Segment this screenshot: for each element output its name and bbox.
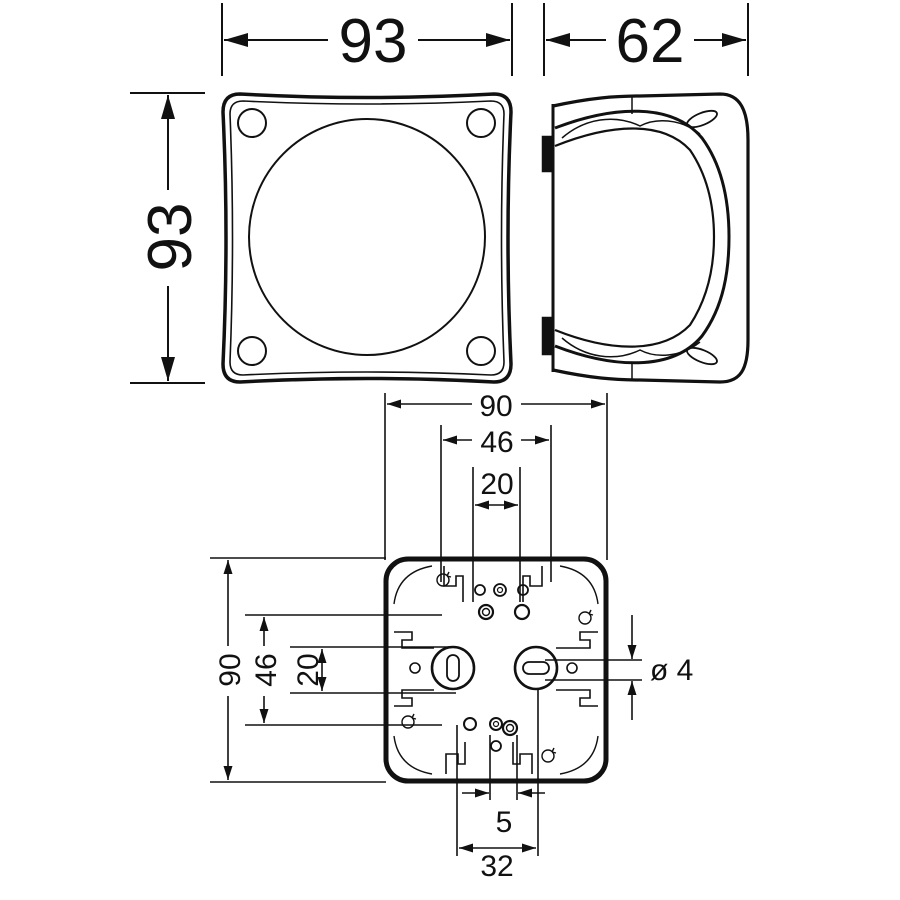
bottom-hole-2-inner [492,720,500,728]
top-hole-4-inner [481,607,491,617]
dimension-side-depth [543,3,749,76]
bottom-hole-1 [463,717,477,731]
dimension-base-height [210,557,386,783]
base-top-channel-right [522,566,543,602]
top-hole-2-inner [496,586,504,594]
dimension-base-slot-spacing-horizontal [472,467,521,602]
dimension-base-spacing-vertical [245,614,442,726]
dimension-bottom-spacing [456,690,539,856]
label-base-spacing-vertical: 46 [250,653,283,686]
keyhole-right [513,645,559,691]
front-view [221,92,513,384]
label-base-spacing-horizontal: 46 [480,426,513,459]
side-dome-inner [554,127,716,348]
side-hole-left [409,662,421,674]
front-inner-border [229,100,505,376]
side-dome-rim-bottom [561,337,701,358]
base-right-channel-bottom [556,689,598,707]
side-view [541,92,750,384]
dimension-small-gap [462,735,545,800]
dimension-base-width [384,393,608,560]
front-cover-circle [248,118,486,356]
label-front-width: 93 [339,7,408,76]
base-corner-curve-top-right [559,565,599,605]
top-hole-2 [493,583,507,597]
screw-icon [541,747,557,763]
side-bottom-tab [541,316,555,356]
label-front-height: 93 [136,203,205,272]
corner-hole-bottom-right [466,336,496,366]
corner-hole-top-left [237,108,267,138]
base-left-channel-top [394,631,434,649]
screw-icon [578,609,594,625]
bottom-hole-2 [489,717,503,731]
top-hole-3 [517,584,529,596]
base-bottom-channel-right [512,742,533,774]
base-corner-curve-bottom-left [393,735,433,775]
side-dome-rim-top [561,118,701,139]
dimension-hole-diameter [545,615,642,720]
keyhole-left-slot [446,654,460,682]
base-right-channel-top [556,631,598,649]
top-hole-4 [477,603,495,621]
screw-icon [401,713,417,729]
side-hole-right [566,662,578,674]
dimension-base-slot-spacing-vertical [290,646,456,694]
front-outline [221,92,513,384]
base-outline [383,556,609,784]
dimension-front-height [130,92,205,384]
top-hole-1 [474,584,486,596]
base-bottom-channel-left [445,742,466,774]
corner-hole-top-right [466,108,496,138]
side-slot-bottom [686,346,718,366]
side-top-tab [541,135,555,173]
top-hole-5 [513,603,531,621]
keyhole-left [430,645,476,691]
keyhole-right-slot [522,661,550,675]
bottom-hole-3 [501,719,519,737]
screw-icon [436,571,452,587]
label-base-slot-spacing-horizontal: 20 [480,468,513,501]
dimension-front-width [221,3,513,76]
corner-hole-bottom-left [237,336,267,366]
dimension-base-spacing-horizontal [440,425,552,582]
base-corner-curve-bottom-right [559,735,599,775]
bottom-hole-4 [490,740,502,752]
label-base-slot-spacing-vertical: 20 [292,653,325,686]
base-top-channel-left [443,566,464,602]
label-bottom-spacing: 32 [480,850,513,883]
side-dome-outer [554,109,731,365]
side-slot-top [686,109,718,129]
base-corner-curve-top-left [393,565,433,605]
label-base-width: 90 [479,390,512,423]
label-hole-diameter: ø 4 [650,654,693,687]
label-base-height: 90 [214,653,247,686]
base-left-channel-bottom [394,689,434,707]
label-side-depth: 62 [616,7,685,76]
side-body-outline [552,92,750,384]
bottom-hole-3-inner [505,723,515,733]
base-view [383,556,609,784]
label-small-gap: 5 [496,806,513,839]
